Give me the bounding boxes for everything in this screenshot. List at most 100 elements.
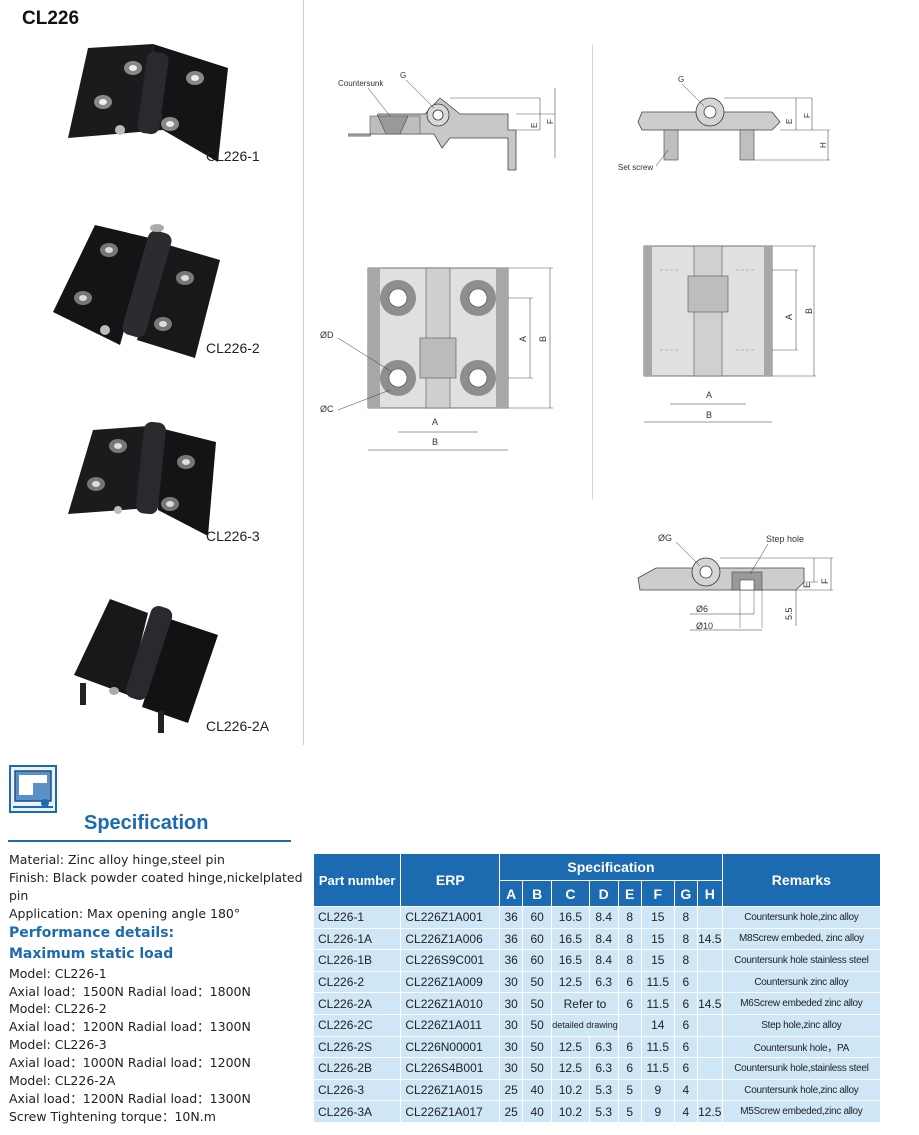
column-divider [303, 0, 304, 745]
table-cell-c: 12.5 [551, 1035, 590, 1059]
specification-header: Specification [499, 853, 723, 881]
table-cell-e: 6 [617, 1057, 642, 1080]
table-cell-h: 14.5 [696, 927, 723, 951]
table-cell-f: 11.5 [640, 992, 675, 1015]
spec-table: Part number ERP Specification Remarks A … [312, 853, 882, 1123]
table-cell-g: 8 [673, 906, 698, 929]
set-screw-label: Set screw [618, 163, 653, 172]
e-label: E [530, 123, 539, 128]
table-cell-c: 12.5 [551, 970, 590, 994]
product-label: CL226-3 [206, 528, 260, 544]
table-cell-g: 4 [673, 1078, 698, 1102]
table-cell-f: 9 [640, 1078, 675, 1102]
f-label: F [546, 119, 555, 124]
g-label: G [400, 71, 406, 80]
table-cell-h [696, 1078, 723, 1102]
table-cell-b: 50 [522, 1035, 553, 1059]
col-h-header: H [696, 880, 723, 907]
table-cell-a: 30 [499, 1057, 524, 1080]
b-label: B [804, 308, 814, 314]
table-cell-h [696, 970, 723, 994]
table-cell-c: Refer to [551, 992, 619, 1015]
e-label: E [802, 582, 812, 588]
table-cell-f: 9 [640, 1100, 675, 1123]
table-cell-a: 36 [499, 949, 524, 972]
table-cell-remarks: M5Screw embeded,zinc alloy [721, 1100, 882, 1123]
table-cell-erp: CL226Z1A009 [400, 970, 501, 994]
b-label: B [706, 410, 712, 420]
table-cell-h [696, 1057, 723, 1080]
static-load-heading: Maximum static load [9, 945, 174, 962]
table-cell-part: CL226-2C [312, 1013, 402, 1037]
dia10-label: Ø10 [696, 621, 713, 631]
f-label: F [803, 113, 812, 118]
table-cell-c: 16.5 [551, 927, 590, 951]
col-e-header: E [617, 880, 642, 907]
load-text: Axial load：1000N Radial load：1200N [9, 1055, 251, 1071]
table-cell-f: 11.5 [640, 970, 675, 994]
e-label: E [785, 119, 794, 124]
product-label: CL226-2 [206, 340, 260, 356]
table-cell-d: 6.3 [588, 970, 619, 994]
table-cell-a: 25 [499, 1078, 524, 1102]
table-cell-h: 14.5 [696, 992, 723, 1015]
table-cell-erp: CL226Z1A010 [400, 992, 501, 1015]
table-cell-d: 5.3 [588, 1078, 619, 1102]
b-label: B [432, 437, 438, 447]
table-cell-a: 30 [499, 992, 524, 1015]
table-cell-h [696, 1035, 723, 1059]
torque-text: Screw Tightening torque：10N.m [9, 1108, 216, 1124]
specification-icon [9, 765, 57, 813]
table-cell-d: 6.3 [588, 1057, 619, 1080]
table-cell-h [696, 949, 723, 972]
table-cell-erp: CL226S4B001 [400, 1057, 501, 1080]
table-cell-part: CL226-2 [312, 970, 402, 994]
a-label: A [518, 336, 528, 342]
a-label: A [784, 314, 794, 320]
col-g-header: G [673, 880, 698, 907]
product-image-cl226-2 [53, 224, 220, 358]
table-cell-c: detailed drawing [551, 1013, 619, 1037]
table-cell-remarks: Countersunk hole stainless steel [721, 949, 882, 972]
table-cell-remarks: M8Screw embeded, zinc alloy [721, 927, 882, 951]
table-cell-erp: CL226Z1A011 [400, 1013, 501, 1037]
table-cell-h [696, 1013, 723, 1037]
table-cell-part: CL226-2S [312, 1035, 402, 1059]
table-cell-b: 40 [522, 1078, 553, 1102]
table-cell-e: 8 [617, 949, 642, 972]
drawing-divider [592, 44, 593, 500]
set-screw-side-view: G E F H Set screw [618, 75, 830, 172]
product-label: CL226-1 [206, 148, 260, 164]
table-cell-erp: CL226Z1A001 [400, 906, 501, 929]
table-cell-f: 14 [640, 1013, 675, 1037]
table-cell-remarks: Countersunk zinc alloy [721, 970, 882, 994]
table-cell-a: 36 [499, 927, 524, 951]
table-cell-f: 15 [640, 906, 675, 929]
table-cell-b: 50 [522, 1057, 553, 1080]
table-cell-b: 60 [522, 927, 553, 951]
product-label: CL226-2A [206, 718, 270, 734]
remarks-header: Remarks [721, 853, 882, 907]
table-cell-part: CL226-3 [312, 1078, 402, 1102]
table-cell-c: 12.5 [551, 1057, 590, 1080]
table-cell-b: 50 [522, 992, 553, 1015]
table-cell-remarks: Step hole,zinc alloy [721, 1013, 882, 1037]
load-text: Axial load：1200N Radial load：1300N [9, 1090, 251, 1106]
col-b-header: B [522, 880, 553, 907]
model-text: Model: CL226-3 [9, 1037, 107, 1053]
table-cell-part: CL226-1 [312, 906, 402, 929]
table-cell-d: 8.4 [588, 949, 619, 972]
model-text: Model: CL226-2A [9, 1073, 116, 1089]
step-hole-drawing: ØG Step hole E F Ø6 Ø10 5.5 [637, 533, 833, 631]
load-text: Axial load：1200N Radial load：1300N [9, 1019, 251, 1035]
table-cell-a: 36 [499, 906, 524, 929]
table-cell-g: 6 [673, 1035, 698, 1059]
b-label: B [538, 336, 548, 342]
